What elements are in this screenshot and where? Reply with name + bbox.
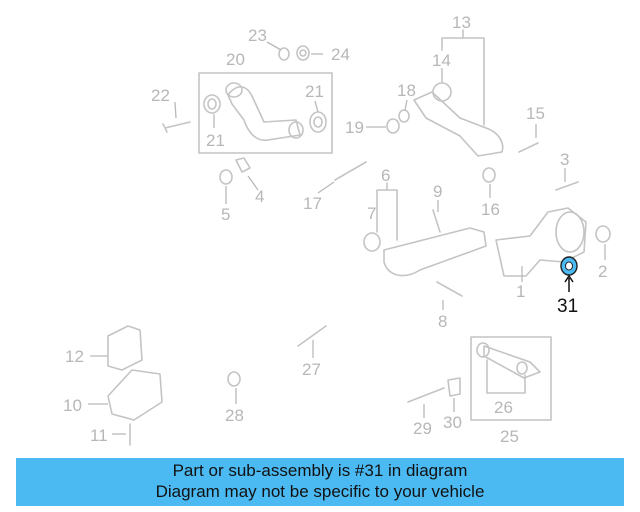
group-box-25	[470, 336, 552, 421]
callout-26: 26	[494, 398, 513, 417]
bracket-13	[441, 29, 485, 126]
part-16-nut	[482, 167, 496, 183]
callout-22: 22	[151, 86, 170, 105]
bracket-26	[486, 359, 526, 394]
part-21-bushing-right	[309, 111, 327, 133]
part-6-trailing-arm	[383, 227, 487, 277]
callout-21a: 21	[206, 131, 225, 150]
callout-23: 23	[248, 26, 267, 45]
part-2-bushing	[595, 225, 611, 243]
leader-22	[174, 101, 177, 119]
callout-15: 15	[526, 104, 545, 123]
part-12-mount	[107, 325, 143, 371]
part-23-ring	[278, 47, 290, 61]
part-17-bolt	[334, 161, 367, 181]
callout-6: 6	[381, 166, 390, 185]
part-26-link	[476, 342, 541, 379]
callout-24: 24	[331, 45, 350, 64]
callout-28: 28	[225, 406, 244, 425]
part-10-mount-bracket	[107, 369, 163, 421]
part-20-upper-arm	[225, 82, 304, 142]
callout-30: 30	[443, 413, 462, 432]
callout-9: 9	[433, 182, 442, 201]
callout-20: 20	[226, 50, 245, 69]
callout-8: 8	[438, 312, 447, 331]
leader-17	[317, 181, 335, 194]
callout-25: 25	[500, 427, 519, 446]
bracket-6	[376, 182, 398, 241]
callout-14: 14	[432, 51, 451, 70]
callout-3: 3	[560, 150, 569, 169]
callout-29: 29	[413, 419, 432, 438]
callout-12: 12	[65, 347, 84, 366]
part-24-nut	[296, 45, 310, 61]
part-9-bolt	[432, 209, 441, 233]
part-28-nut	[227, 371, 241, 387]
group-box-20	[198, 72, 333, 154]
callout-21b: 21	[305, 82, 324, 101]
callout-16: 16	[481, 200, 500, 219]
leader-4	[247, 175, 259, 191]
part-4-bracket	[235, 157, 251, 173]
callout-18: 18	[397, 81, 416, 100]
callout-2: 2	[598, 262, 607, 281]
part-30-clip	[447, 377, 461, 397]
banner-line-part: Part or sub-assembly is #31 in diagram	[172, 461, 468, 480]
part-8-bolt	[436, 281, 463, 297]
callout-5: 5	[221, 205, 230, 224]
callout-4: 4	[255, 187, 264, 206]
part-3-bolt	[555, 181, 579, 191]
part-13-lower-arm	[413, 82, 504, 157]
callout-11: 11	[90, 426, 108, 445]
callout-13: 13	[452, 13, 471, 32]
part-5-nut	[219, 169, 233, 185]
leader-31	[564, 274, 574, 292]
leader-18	[404, 99, 408, 111]
leader-23	[266, 41, 282, 51]
callout-10: 10	[63, 396, 82, 415]
callout-1: 1	[516, 282, 525, 301]
callout-31[interactable]: 31	[557, 296, 578, 317]
leader-21b	[314, 100, 319, 113]
part-22-bolt	[162, 121, 191, 133]
part-31-highlighted[interactable]	[560, 256, 578, 276]
part-15-bolt	[518, 142, 539, 153]
callout-7: 7	[367, 204, 376, 223]
part-27-bolt	[297, 325, 327, 347]
part-29-bolt	[407, 387, 445, 403]
part-18-ring	[398, 109, 410, 123]
part-1-knuckle	[495, 207, 587, 277]
callout-17: 17	[303, 194, 322, 213]
banner-line-disclaimer: Diagram may not be specific to your vehi…	[155, 482, 485, 501]
info-banner: Part or sub-assembly is #31 in diagram D…	[16, 458, 624, 506]
part-19-nut	[386, 118, 400, 134]
callout-27: 27	[302, 360, 321, 379]
callout-19: 19	[345, 118, 364, 137]
part-7-bushing	[363, 232, 381, 252]
part-21-bushing-left	[203, 94, 221, 114]
